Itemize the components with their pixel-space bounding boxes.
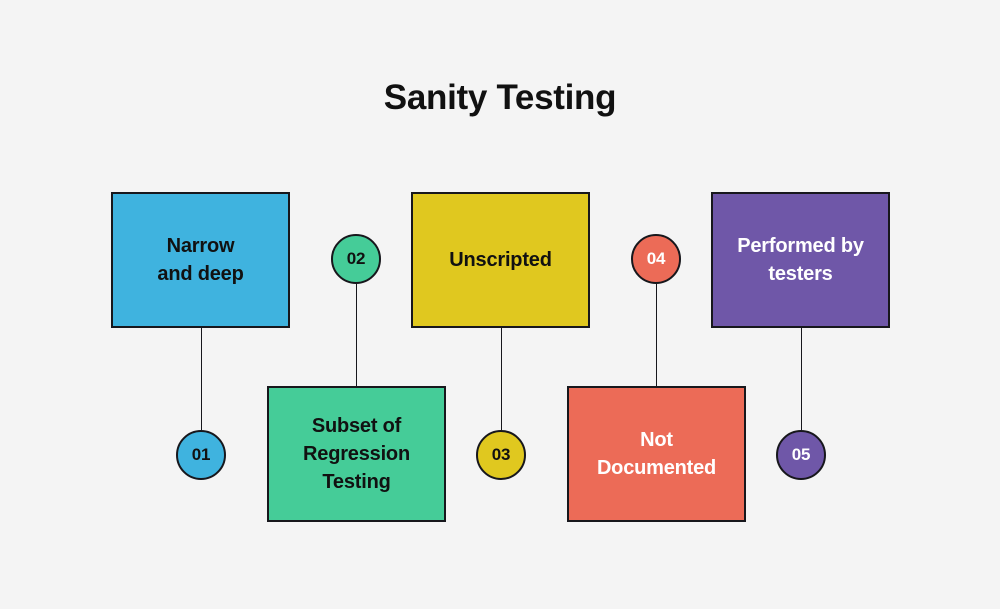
- node-box-02[interactable]: Subset of Regression Testing: [267, 386, 446, 522]
- connector-line-02: [356, 284, 357, 386]
- node-box-04[interactable]: Not Documented: [567, 386, 746, 522]
- node-circle-01[interactable]: 01: [176, 430, 226, 480]
- connector-line-03: [501, 328, 502, 430]
- node-circle-02[interactable]: 02: [331, 234, 381, 284]
- node-circle-04[interactable]: 04: [631, 234, 681, 284]
- page-title: Sanity Testing: [383, 78, 617, 117]
- node-box-05[interactable]: Performed by testers: [711, 192, 890, 328]
- connector-line-01: [201, 328, 202, 430]
- connector-line-04: [656, 284, 657, 386]
- node-circle-05[interactable]: 05: [776, 430, 826, 480]
- node-circle-03[interactable]: 03: [476, 430, 526, 480]
- node-box-01[interactable]: Narrow and deep: [111, 192, 290, 328]
- node-box-03[interactable]: Unscripted: [411, 192, 590, 328]
- connector-line-05: [801, 328, 802, 430]
